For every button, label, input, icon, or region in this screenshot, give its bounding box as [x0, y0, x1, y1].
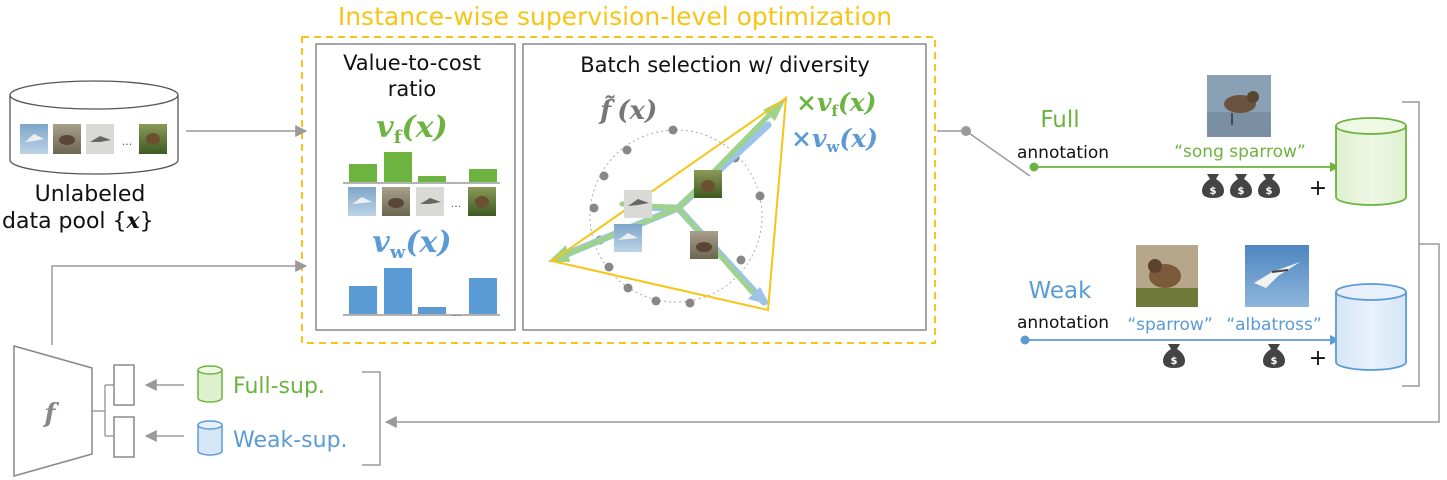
full-sup-head: [113, 364, 135, 406]
vw-bar: [349, 286, 377, 314]
money-bag-icon: $: [1263, 344, 1285, 368]
vf-bar: [469, 169, 497, 182]
pool-thumbnails: ...: [20, 124, 167, 154]
vw-heading: vw(x): [372, 225, 451, 263]
money-bag-symbol: $: [1238, 186, 1245, 197]
full-sup-database-icon: [197, 365, 223, 403]
mult-vw-sub: w: [825, 138, 840, 156]
value-panel-thumbnails: ...: [348, 187, 496, 216]
vw-arg: (x): [405, 225, 451, 260]
vw-bar: [469, 278, 497, 314]
money-bag-icon: $: [1258, 174, 1280, 198]
weak-annotation-label: annotation: [1017, 313, 1109, 333]
selection-triangle: [549, 95, 788, 312]
full-sup-label: Full-sup.: [233, 374, 325, 399]
weak-sup-database-icon: [197, 420, 223, 456]
sparrow-photo: [1136, 245, 1198, 307]
pool-label-close: }: [140, 209, 154, 234]
vf-arg: (x): [401, 110, 447, 145]
mult-vf-label: ×vf(x): [796, 88, 877, 120]
pool-ellipsis: ...: [122, 135, 133, 148]
value-panel-title-line2: ratio: [388, 77, 436, 101]
weak-arrow-head: [1330, 335, 1340, 345]
ftilde-label: f̃(x): [598, 95, 657, 126]
money-bag-icon: $: [1230, 174, 1252, 198]
mult-vf-sub: f: [831, 102, 839, 120]
money-bag-icon: $: [1163, 344, 1185, 368]
model-bracket: [362, 371, 381, 466]
model-heads: [92, 364, 135, 458]
batch-panel-title: Batch selection w/ diversity: [580, 53, 870, 77]
mult-vw-label: ×vw(x): [791, 124, 878, 156]
full-cost-icons: $ $ $: [1202, 174, 1280, 198]
value-panel-title-line1: Value-to-cost: [343, 51, 481, 75]
vw-base: v: [372, 225, 390, 260]
weak-label: Weak: [1029, 278, 1093, 304]
vf-bar: [384, 152, 412, 182]
mult-vw-arg: (x): [839, 124, 878, 153]
weak-cost-icons: $ $: [1163, 344, 1285, 368]
full-annotation-label: annotation: [1017, 143, 1109, 163]
full-arrow-head: [1330, 162, 1340, 172]
mult-vf: ×v: [796, 88, 832, 117]
weak-sup-label: Weak-sup.: [233, 428, 348, 453]
money-bag-symbol: $: [1210, 186, 1217, 197]
vf-base: v: [376, 110, 394, 145]
money-bag-symbol: $: [1271, 356, 1278, 367]
model-label: f: [42, 399, 59, 429]
full-plus: +: [1309, 176, 1327, 201]
weak-plus: +: [1309, 346, 1327, 371]
pool-label-line1: Unlabeled: [35, 182, 146, 207]
batch-thumbnails: [614, 170, 722, 259]
embedding-circle: [589, 129, 763, 303]
pool-label-var: x: [126, 208, 141, 234]
vf-bar: [418, 176, 446, 182]
return-arrow: [384, 243, 1440, 428]
mult-vw: ×v: [791, 124, 827, 153]
weak-quote-albatross: “albatross”: [1226, 315, 1321, 335]
vw-bar: [418, 307, 446, 314]
albatross-photo: [1245, 245, 1309, 307]
vw-ellipsis: ...: [451, 308, 461, 319]
mult-vf-arg: (x): [838, 88, 877, 117]
vw-bar: [384, 268, 412, 314]
full-quote: “song sparrow”: [1174, 142, 1306, 162]
full-database-icon: [1335, 117, 1407, 206]
pool-label-line2: data pool {x}: [2, 208, 154, 234]
batch-selection-panel: [522, 43, 927, 331]
money-bag-symbol: $: [1266, 186, 1273, 197]
weak-database-icon: [1335, 283, 1407, 371]
vw-sub: w: [389, 242, 406, 263]
annotation-switch: [937, 126, 1031, 177]
weak-quote-sparrow: “sparrow”: [1127, 315, 1212, 335]
optimization-frame: [301, 36, 936, 344]
money-bag-symbol: $: [1171, 356, 1178, 367]
song-sparrow-photo: [1207, 75, 1271, 137]
vw-bar-chart: [349, 268, 497, 314]
value-thumb-ellipsis: ...: [451, 197, 462, 210]
full-label: Full: [1040, 107, 1079, 133]
vf-bar-chart: [349, 152, 497, 182]
vf-heading: vf(x): [376, 110, 447, 148]
weak-sup-head: [113, 416, 135, 458]
vf-sub: f: [394, 127, 403, 148]
vf-bar: [349, 164, 377, 182]
pool-label-text: data pool {: [2, 209, 127, 234]
title: Instance-wise supervision-level optimiza…: [338, 2, 892, 31]
model-trapezoid: [13, 345, 93, 477]
model-to-ratio-arrow: [51, 260, 308, 345]
ftilde-arg: (x): [617, 96, 657, 126]
money-bag-icon: $: [1202, 174, 1224, 198]
